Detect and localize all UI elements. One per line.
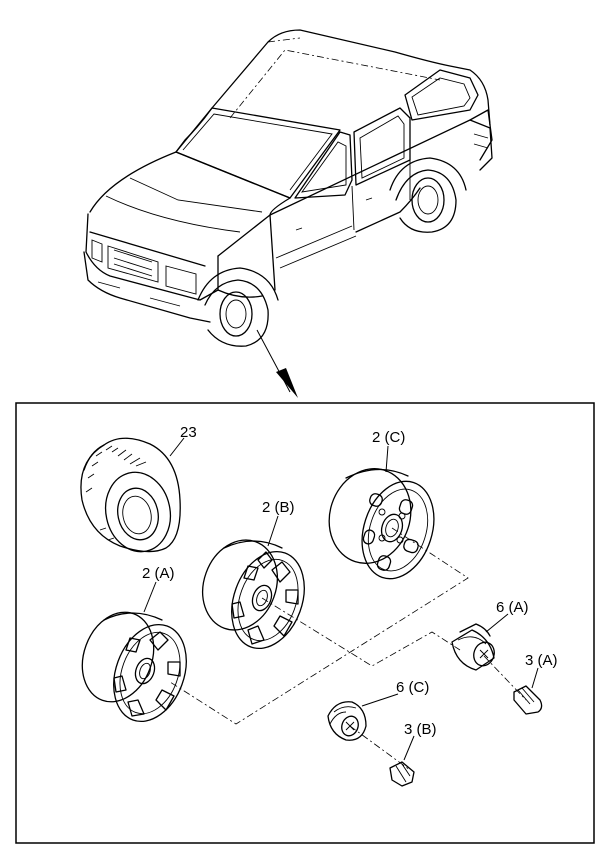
wheel-2b	[202, 539, 305, 650]
callout-2c: 2 (C)	[372, 429, 405, 446]
callout-23: 23	[180, 424, 197, 441]
center-cap-6c	[327, 701, 367, 741]
callout-6a: 6 (A)	[496, 599, 529, 616]
lug-nut-3a	[513, 685, 543, 715]
assembly-lines	[169, 527, 527, 771]
callout-3a: 3 (A)	[525, 652, 558, 669]
callout-2a: 2 (A)	[142, 565, 175, 582]
pointer-arrowhead	[276, 368, 298, 398]
leader-lines	[143, 437, 539, 761]
detail-frame	[15, 402, 595, 844]
callout-2b: 2 (B)	[262, 499, 295, 516]
center-cap-6a	[451, 623, 495, 671]
wheel-2a	[81, 611, 187, 723]
wheel-2c	[328, 468, 435, 580]
callout-6c: 6 (C)	[396, 679, 429, 696]
tire-part	[80, 437, 181, 553]
callout-3b: 3 (B)	[404, 721, 437, 738]
vehicle-illustration	[83, 29, 493, 398]
callout-labels: 23 2 (C) 2 (B) 2 (A) 6 (A) 3 (A) 6 (C) 3…	[142, 424, 558, 738]
lug-nut-3b	[389, 761, 415, 787]
